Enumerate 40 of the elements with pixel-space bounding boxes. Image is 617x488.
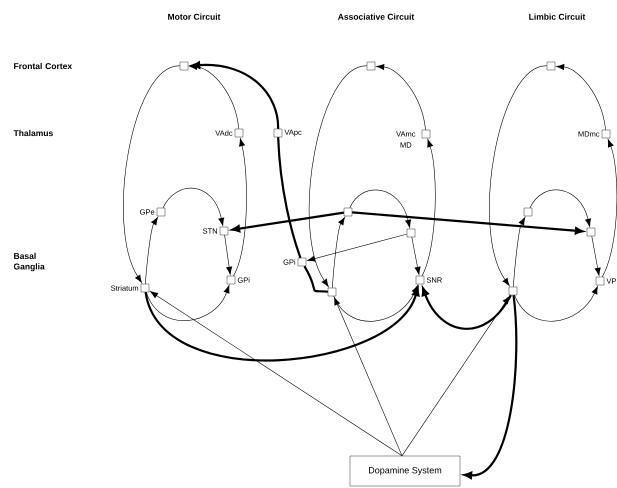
nucleus-square (546, 62, 556, 70)
arrow (602, 139, 617, 278)
arrow (308, 66, 368, 288)
arrow (123, 66, 180, 284)
arrow (556, 64, 606, 130)
arrow (530, 190, 591, 227)
arrow (350, 190, 412, 228)
heading: Frontal Cortex (14, 62, 72, 70)
arrow (334, 297, 402, 456)
heading: Associative Circuit (338, 14, 414, 20)
arrow (514, 286, 598, 322)
arrow (144, 287, 420, 362)
heading: Motor Circuit (168, 14, 220, 20)
heading: Basal Ganglia (14, 252, 45, 272)
nucleus-square (586, 228, 596, 236)
dopamine-box: Dopamine System (350, 456, 460, 486)
nucleus-square (524, 208, 532, 216)
arrow (146, 285, 230, 321)
nucleus-square (180, 62, 188, 70)
arrow (307, 234, 408, 262)
arrow (352, 211, 584, 234)
heading: Limbic Circuit (529, 14, 586, 20)
arrow (376, 64, 426, 130)
arrow (513, 217, 526, 288)
arrow (591, 236, 601, 276)
arrow (233, 138, 247, 276)
nucleus-square (366, 62, 376, 70)
nucleus-square (406, 228, 416, 238)
nucleus-square (344, 208, 352, 216)
arrow (422, 139, 436, 276)
nucleus-square (328, 288, 336, 296)
nucleus-square (508, 286, 518, 296)
arrow (489, 66, 548, 286)
arrow (150, 291, 402, 456)
arrow (412, 236, 421, 275)
arrow (224, 234, 232, 275)
heading: Thalamus (14, 130, 53, 136)
arrow (145, 216, 158, 284)
arrow (162, 188, 224, 226)
arrow (332, 216, 345, 288)
